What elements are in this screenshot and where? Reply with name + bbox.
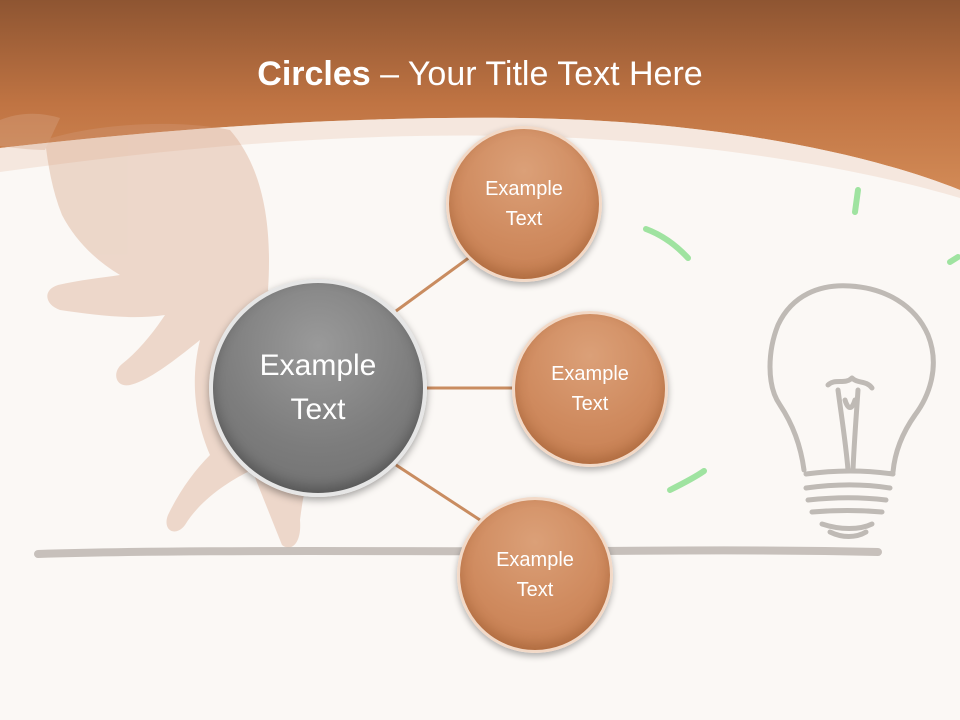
- title-rest: – Your Title Text Here: [370, 55, 703, 93]
- center-circle[interactable]: Example Text: [209, 279, 427, 497]
- satellite-circle-bottom[interactable]: Example Text: [457, 497, 613, 653]
- title-bold: Circles: [257, 55, 371, 93]
- header-swoosh: [0, 117, 960, 198]
- light-rays: [643, 187, 960, 493]
- lightbulb-sketch: [767, 283, 936, 539]
- connectors: [395, 252, 516, 522]
- satellite-circle-middle[interactable]: Example Text: [512, 311, 668, 467]
- slide-title: Circles – Your Title Text Here: [0, 52, 960, 96]
- satellite-circle-label: Example Text: [496, 549, 574, 601]
- satellite-circle-label: Example Text: [551, 363, 629, 415]
- header-band: [0, 0, 960, 190]
- satellite-circle-top[interactable]: Example Text: [446, 126, 602, 282]
- ground-line: [34, 546, 882, 558]
- satellite-circle-label: Example Text: [485, 178, 563, 230]
- center-circle-label: Example Text: [259, 349, 377, 426]
